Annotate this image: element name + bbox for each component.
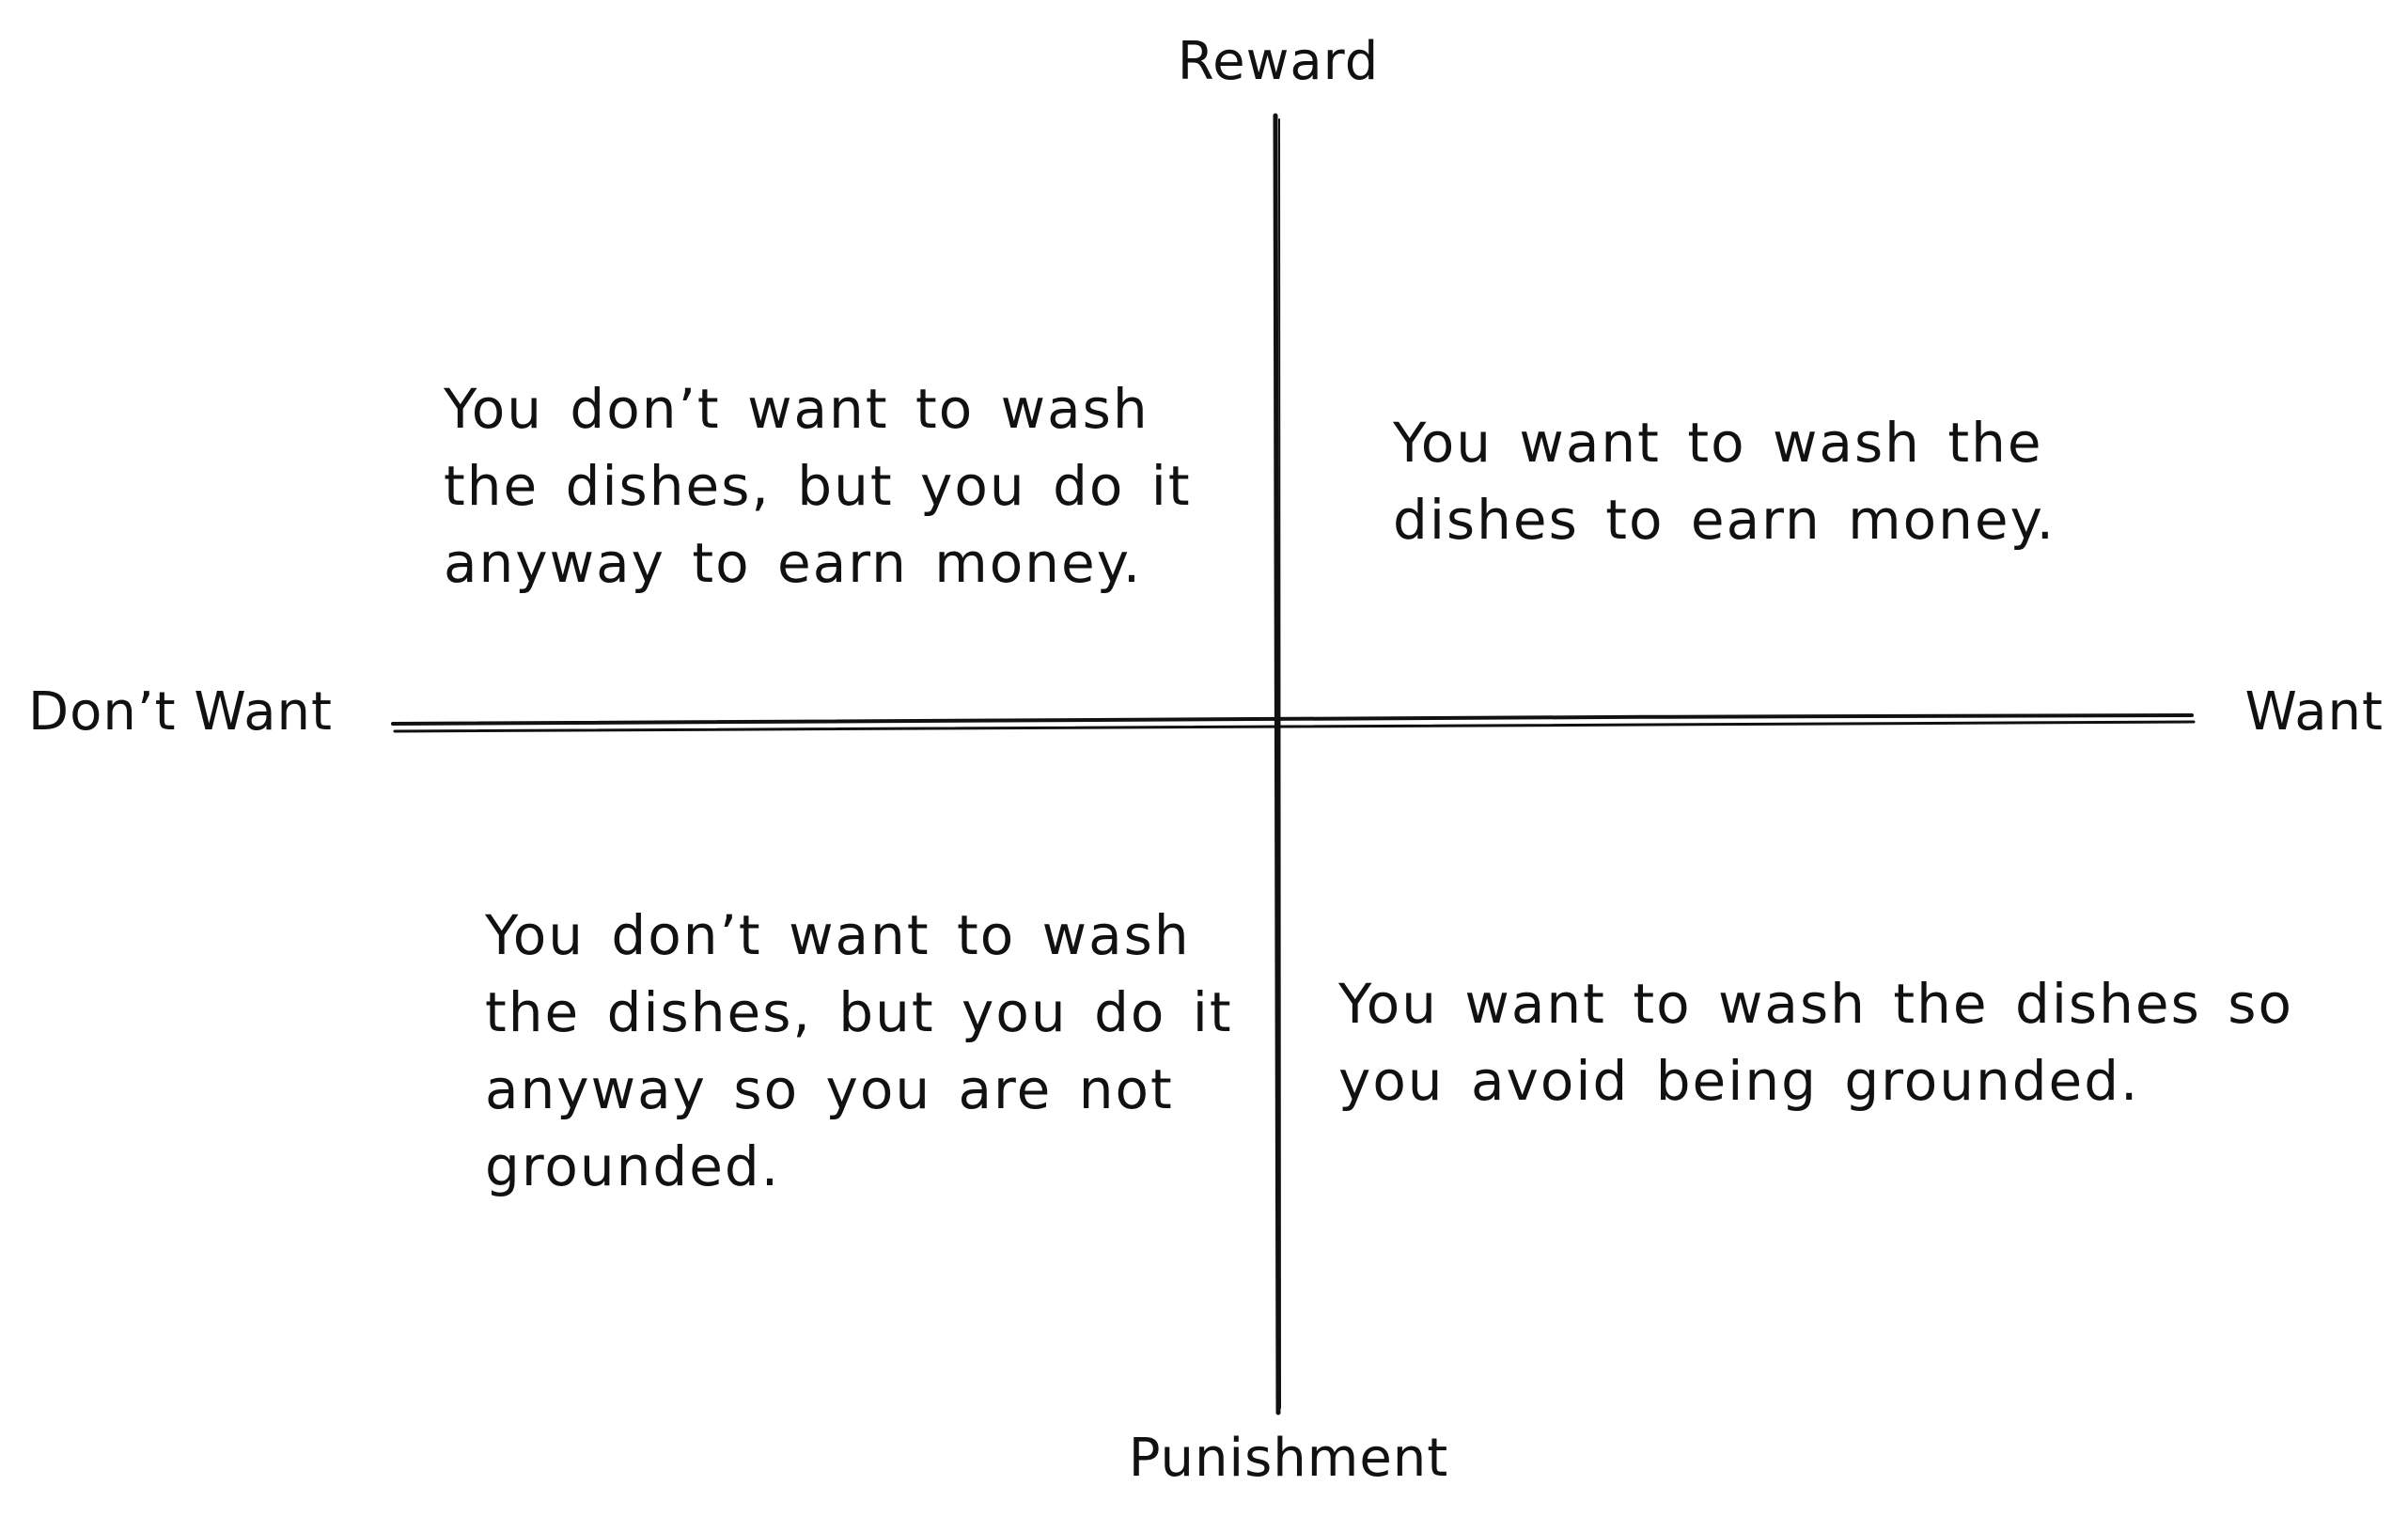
vertical-axis-line (1273, 113, 1281, 1415)
quadrant-bottom-right-text: You want to wash the dishes so you avoid… (1338, 972, 2293, 1113)
quadrant-top-right-text: You want to wash the dishes to earn mone… (1393, 411, 2056, 552)
quadrant-bottom-left-text: You don’t want to wash the dishes, but y… (485, 903, 1233, 1198)
axis-label-punishment: Punishment (1128, 1428, 1449, 1489)
axis-label-reward: Reward (1177, 31, 1380, 92)
axis-label-dont-want: Don’t Want (28, 681, 333, 743)
axis-label-want: Want (2244, 681, 2384, 743)
quadrant-top-left-text: You don’t want to wash the dishes, but y… (444, 377, 1192, 595)
horizontal-axis-line (391, 713, 2194, 726)
